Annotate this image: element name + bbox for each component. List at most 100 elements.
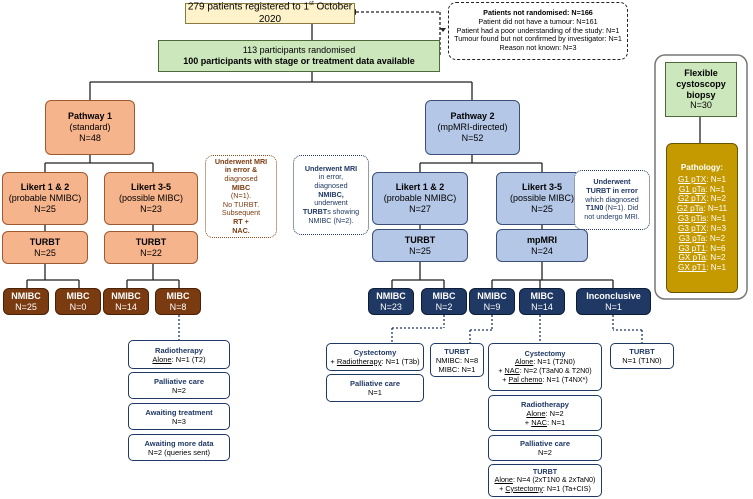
rt2-box: Radiotherapy Alone: N=2 + NAC: N=1	[488, 395, 602, 431]
note-text: NMIBC (N=2).	[308, 215, 354, 225]
box-title: Cystectomy	[524, 348, 566, 358]
box-n: N=14	[531, 301, 553, 312]
box-n: N=1	[605, 301, 622, 312]
box-title: Inconclusive	[586, 290, 641, 301]
not-randomised-line: Patient did not have a tumour: N=161	[478, 17, 598, 27]
note-text: diagnosed	[314, 181, 348, 191]
flex-n: N=30	[690, 100, 712, 111]
p1-likert35-title: Likert 3-5	[130, 182, 172, 193]
box-title: TURBT	[532, 466, 558, 476]
turbt-big-box: TURBT Alone: N=4 (2xT1N0 & 2xTaN0) + Cys…	[488, 464, 602, 497]
box-title: Palliative care	[153, 376, 205, 386]
randomised-line1: 113 participants randomised	[242, 45, 356, 56]
turbt-inconclusive-box: TURBT N=1 (T1N0)	[610, 343, 674, 369]
box-n: N=2	[538, 448, 552, 457]
note-text: (N=1).	[230, 191, 252, 201]
cyst2-box: Cystectomy Alone: N=1 (T2N0) + NAC: N=2 …	[488, 343, 602, 391]
box-n: N=14	[115, 301, 137, 312]
note-text: Underwent MRI	[214, 156, 268, 166]
p1-likert12-box: Likert 1 & 2 (probable NMIBC) N=25	[2, 172, 88, 225]
pathway2-box: Pathway 2 (mpMRI-directed) N=52	[425, 100, 520, 155]
box-title: NMIBC	[11, 290, 41, 301]
box-title: Palliative care	[349, 379, 401, 388]
p1-nmibc-b: NMIBC N=14	[103, 288, 149, 315]
p2-nmibc-b: NMIBC N=9	[469, 288, 515, 315]
p1-likert35-n: N=23	[140, 203, 162, 214]
box-title: MIBC	[166, 290, 190, 301]
note-text: T1N0	[585, 203, 604, 213]
box-title: TURBT	[404, 234, 436, 245]
note-text: not undergo MRI.	[584, 211, 640, 221]
flex-text: cystoscopy	[676, 78, 726, 89]
box-n: N=2 (queries sent)	[148, 447, 210, 457]
note-pathway2-mibc: Underwent TURBT in error which diagnosed…	[574, 170, 650, 230]
box-n: N=9	[483, 301, 501, 312]
box-n: N=0	[69, 301, 87, 312]
p2-likert35-title: Likert 3-5	[521, 182, 563, 193]
p1-nmibc-a: NMIBC N=25	[3, 288, 49, 315]
box-title: Awaiting more data	[144, 438, 214, 448]
box-title: Cystectomy	[353, 348, 397, 357]
flex-text: biopsy	[686, 89, 716, 100]
box-n: N=8	[169, 301, 187, 312]
box-title: TURBT	[629, 347, 655, 356]
pathway1-sub: (standard)	[69, 122, 111, 133]
pathology-title: Pathology:	[680, 162, 724, 172]
pathology-row: G3 pTX: N=3	[677, 223, 727, 233]
p1-turbt-mibc-box: TURBT N=22	[104, 231, 198, 264]
note-text: Underwent MRI	[304, 163, 358, 173]
p2-mpmri-box: mpMRI N=24	[496, 229, 588, 262]
note-text: (N=1). Did	[603, 203, 639, 213]
not-randomised-title: Patients not randomised: N=166	[483, 8, 593, 18]
box-title: Palliative care	[519, 439, 571, 448]
box-n: N=3	[172, 416, 186, 426]
note-text: No TURBT.	[222, 199, 260, 209]
not-randomised-box: Patients not randomised: N=166 Patient d…	[448, 2, 628, 60]
note-text: Underwent	[593, 177, 631, 187]
box-title: MIBC	[530, 290, 554, 301]
pathology-row: G3 pTa: N=2	[678, 233, 726, 243]
not-randomised-line: Patient had a poor understanding of the …	[456, 25, 620, 35]
registered-tail: October 2020	[258, 1, 353, 25]
not-randomised-line: Tumour found but not confirmed by invest…	[454, 34, 622, 44]
not-randomised-line: Reason not known: N=3	[499, 42, 577, 52]
note-text: NAC.	[232, 225, 250, 235]
p2-mibc-a: MIBC N=2	[421, 288, 467, 315]
pc2-box: Palliative care N=1	[326, 374, 424, 402]
p1-likert35-sub: (possible MIBC)	[118, 193, 183, 204]
box-title: mpMRI	[527, 234, 557, 245]
pathology-row: G1 pTa: N=1	[678, 184, 726, 194]
await1-box: Awaiting treatment N=3	[128, 403, 230, 430]
box-title: TURBT	[135, 236, 167, 247]
box-title: TURBT	[444, 346, 470, 356]
box-title: Awaiting treatment	[145, 407, 213, 417]
pathology-row: G2 pTX: N=2	[677, 194, 727, 204]
note-text: NMIBC,	[318, 189, 344, 199]
box-n: N=2	[172, 385, 186, 395]
box-title: NMIBC	[477, 290, 507, 301]
p1-mibc-a: MIBC N=0	[55, 288, 101, 315]
note-text: MIBC	[231, 182, 251, 192]
p1-mibc-b: MIBC N=8	[155, 288, 201, 315]
p2-likert12-sub: (probable NMIBC)	[383, 193, 457, 204]
box-n: N=24	[531, 245, 553, 256]
cyst1-box: Cystectomy + Radiotherapy: N=1 (T3b)	[326, 343, 424, 371]
p2-likert12-n: N=27	[409, 203, 431, 214]
note-text: diagnosed	[224, 173, 258, 183]
box-line: MIBC: N=1	[438, 364, 476, 374]
pathology-row: GX pTa: N=2	[678, 253, 726, 263]
flex-cystoscopy-box: Flexible cystoscopy biopsy N=30	[665, 62, 737, 117]
p1-turbt-nmibc-box: TURBT N=25	[2, 231, 88, 264]
pathology-row: G3 pT1: N=6	[678, 243, 726, 253]
box-title: NMIBC	[376, 290, 406, 301]
pathway2-sub: (mpMRI-directed)	[437, 122, 508, 133]
p2-inconclusive: Inconclusive N=1	[576, 288, 651, 315]
box-title: MIBC	[432, 290, 456, 301]
p2-turbt-box: TURBT N=25	[372, 229, 468, 262]
box-n: N=25	[34, 247, 56, 258]
pathway2-n: N=52	[461, 132, 484, 143]
note-pathway1: Underwent MRI in error & diagnosed MIBC …	[205, 155, 277, 238]
pathology-row: G1 pTX: N=1	[677, 174, 727, 184]
p2-likert12-title: Likert 1 & 2	[395, 182, 445, 193]
note-text: which diagnosed	[585, 194, 639, 204]
